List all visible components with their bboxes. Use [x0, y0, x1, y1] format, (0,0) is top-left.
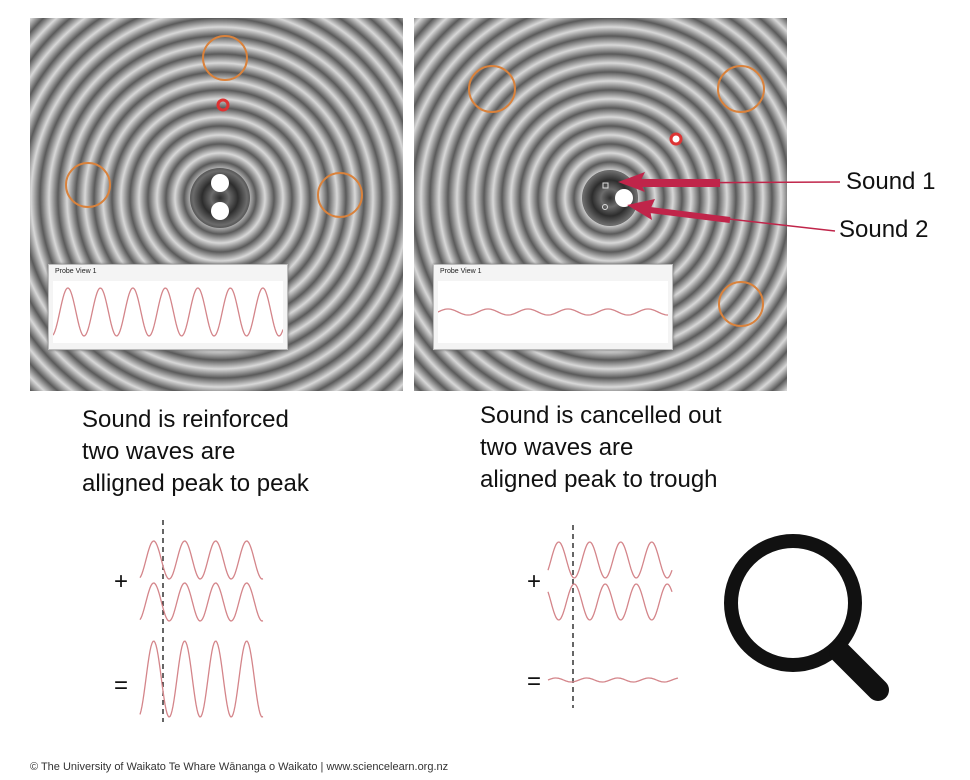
- probe-view: Probe View 1: [48, 264, 288, 350]
- equals-sign: =: [527, 668, 542, 695]
- caption-line: Sound is reinforced: [82, 406, 289, 433]
- probe-view: Probe View 1: [433, 264, 673, 350]
- probe-title: Probe View 1: [440, 268, 482, 275]
- wave-2: [139, 582, 264, 622]
- interference-sim-reinforced: Probe View 1: [30, 18, 403, 391]
- probe-ring: [202, 35, 248, 81]
- probe-wave-reinforced: [53, 287, 283, 337]
- probe-waveform: [53, 281, 283, 343]
- label-sound-2: Sound 2: [839, 216, 929, 243]
- caption-line: alligned peak to peak: [82, 470, 309, 497]
- sim-overlay: [65, 35, 363, 228]
- magnifier-icon: [724, 534, 889, 701]
- probe-point: [669, 132, 683, 146]
- probe-point: [216, 98, 230, 112]
- wave-sum: [139, 640, 264, 718]
- caption-line: two waves are: [480, 434, 634, 461]
- plus-sign: +: [114, 568, 129, 595]
- caption-line: aligned peak to trough: [480, 466, 718, 493]
- caption-reinforced: Sound is reinforced two waves are allign…: [82, 404, 309, 500]
- copyright-credit: © The University of Waikato Te Whare Wān…: [30, 761, 449, 773]
- plus-sign: +: [527, 568, 542, 595]
- sound-arrows: [618, 172, 841, 232]
- probe-ring: [65, 162, 111, 208]
- probe-ring: [468, 65, 516, 113]
- equals-sign: =: [114, 672, 129, 699]
- caption-line: two waves are: [82, 438, 236, 465]
- interference-sim-cancelled: Probe View 1: [414, 18, 787, 391]
- caption-line: Sound is cancelled out: [480, 402, 722, 429]
- wave-sum: [547, 677, 679, 683]
- probe-ring: [717, 65, 765, 113]
- label-sound-1: Sound 1: [846, 168, 936, 195]
- probe-waveform: [438, 281, 668, 343]
- probe-ring: [317, 172, 363, 218]
- wave-1: [547, 541, 673, 579]
- probe-title: Probe View 1: [55, 268, 97, 275]
- caption-cancelled: Sound is cancelled out two waves are ali…: [480, 400, 722, 496]
- wave-2: [547, 583, 673, 621]
- probe-ring: [718, 281, 764, 327]
- probe-wave-cancelled: [438, 308, 668, 316]
- wave-1: [139, 540, 264, 580]
